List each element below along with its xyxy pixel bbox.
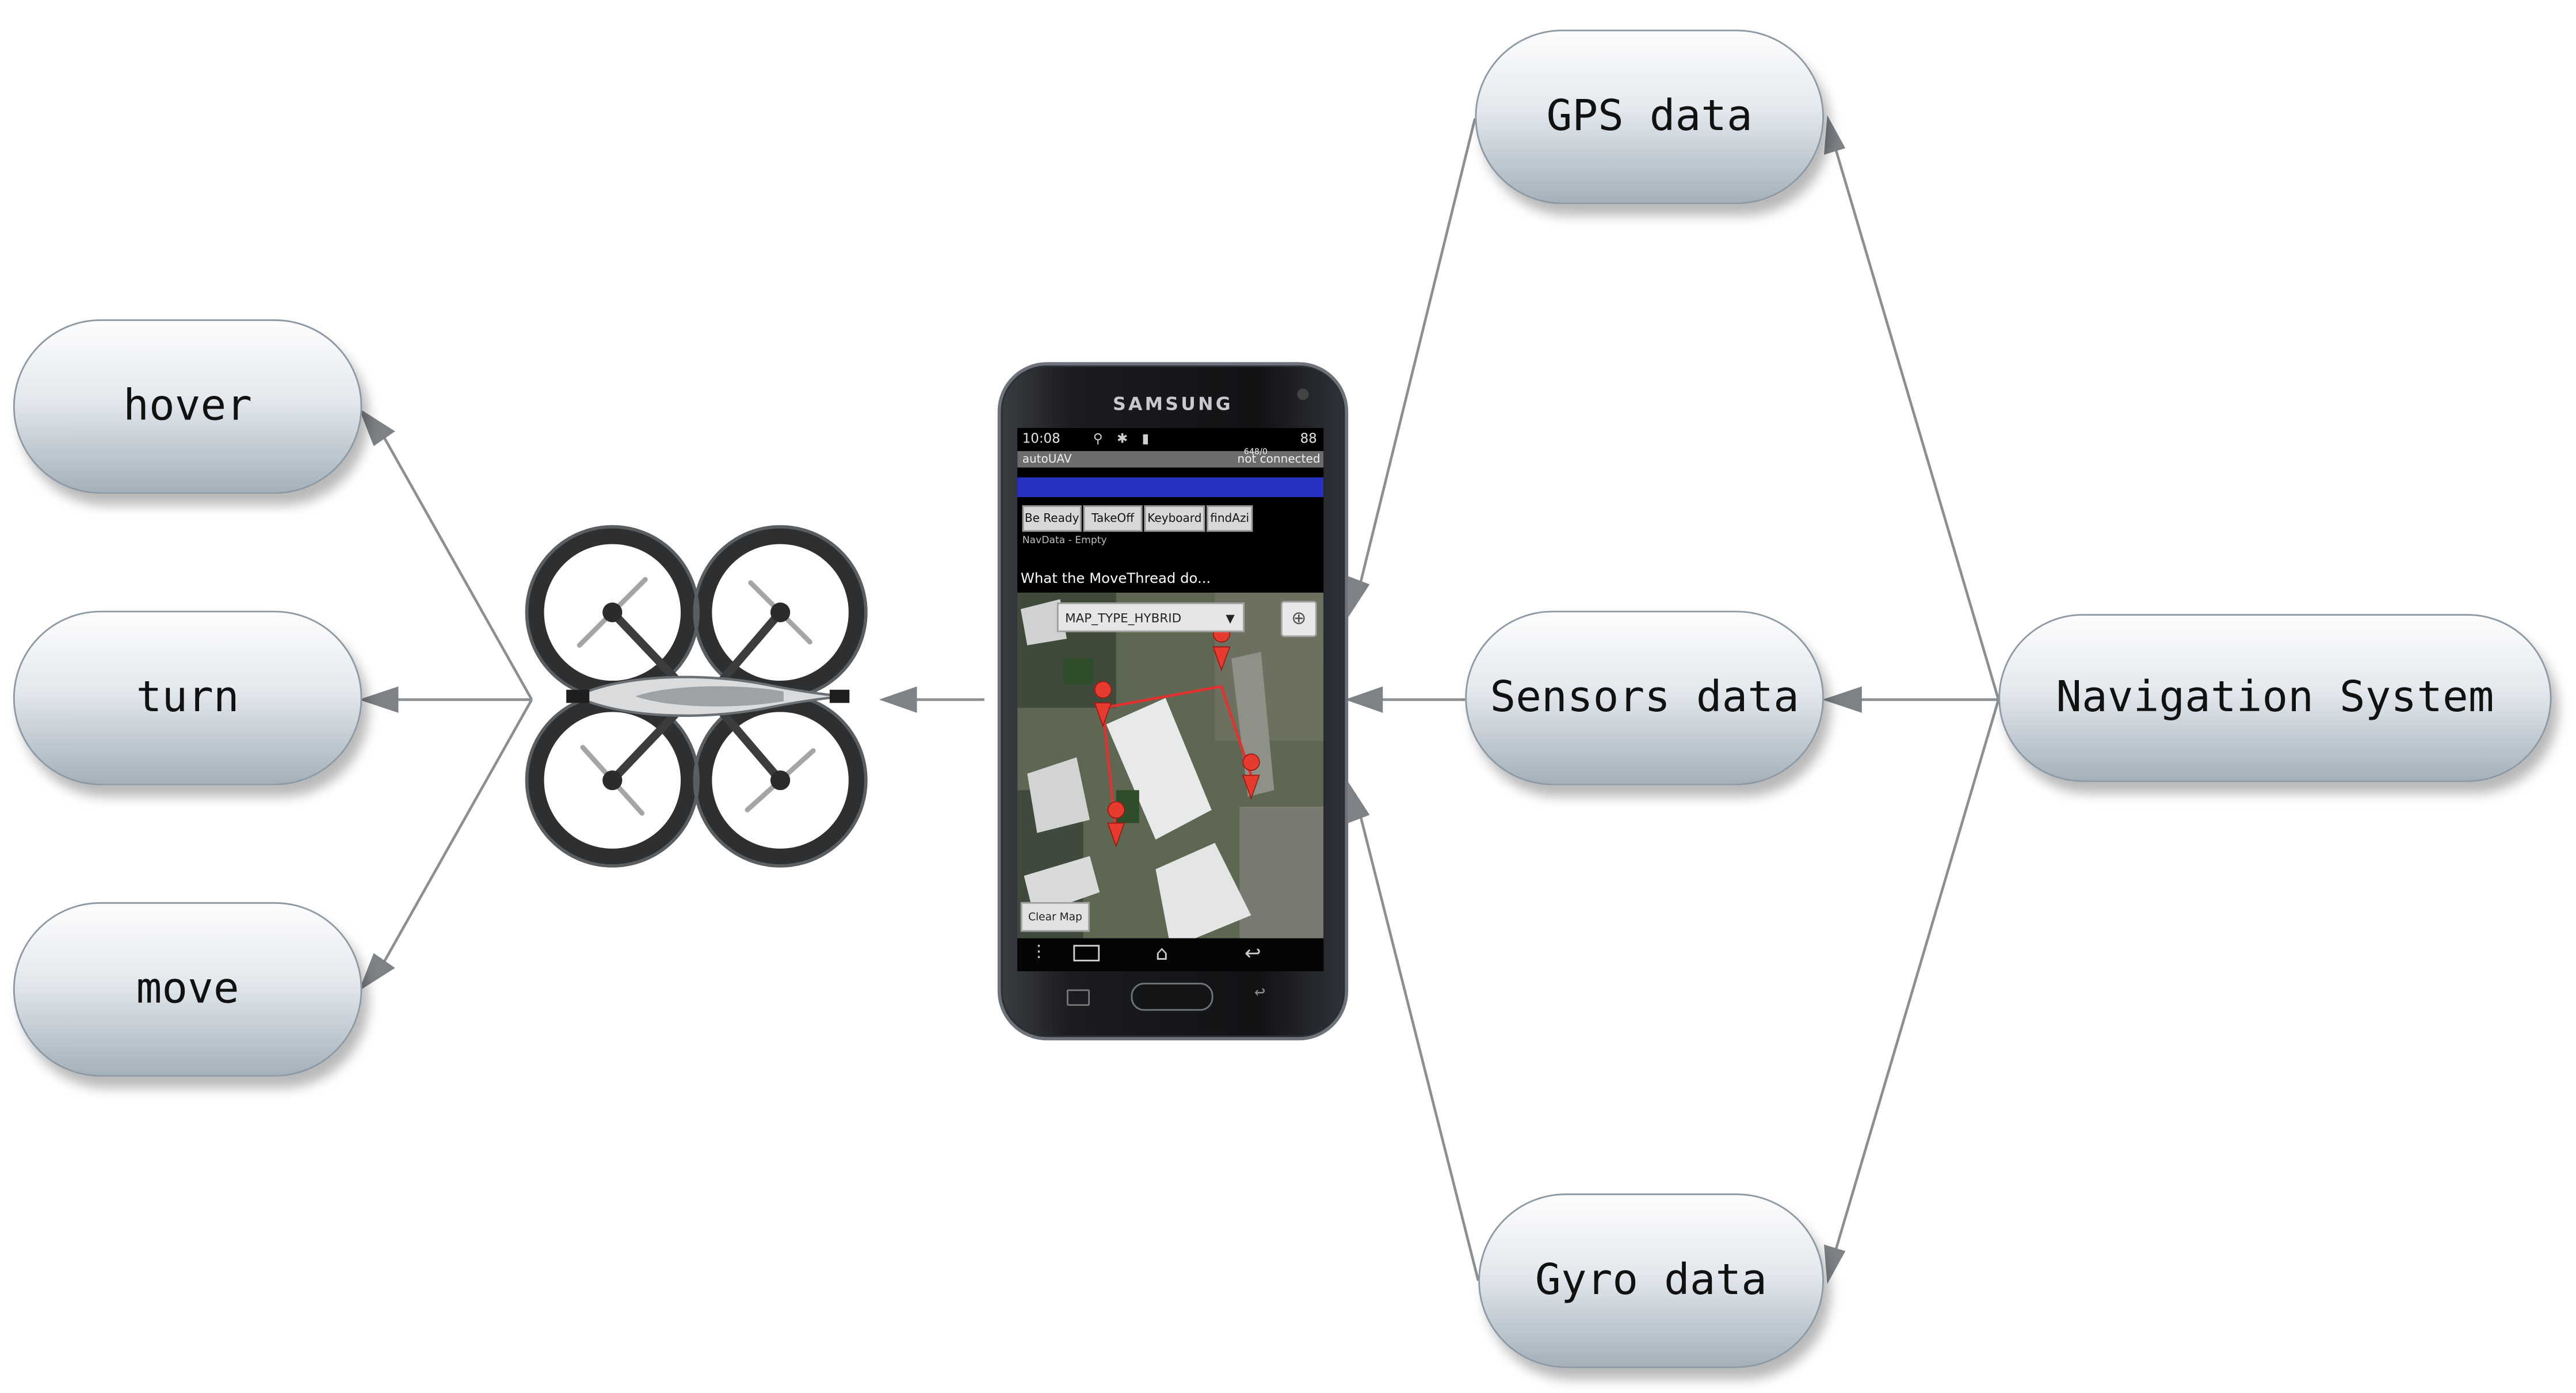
node-sensors-data: Sensors data bbox=[1465, 610, 1825, 785]
node-turn-label: turn bbox=[136, 673, 239, 723]
app-counter: 648/0 bbox=[1243, 448, 1268, 458]
arrowhead-phone-top bbox=[1348, 576, 1370, 617]
node-hover-label: hover bbox=[123, 381, 253, 432]
be-ready-button[interactable]: Be Ready bbox=[1022, 505, 1082, 532]
front-camera-icon bbox=[1297, 388, 1309, 400]
arrowhead-gps bbox=[1824, 115, 1846, 155]
node-gyro-data: Gyro data bbox=[1478, 1193, 1825, 1368]
move-thread-text: What the MoveThread do... bbox=[1020, 571, 1211, 588]
arrowhead-drone bbox=[879, 686, 917, 713]
arrowhead-hover bbox=[358, 408, 395, 446]
accent-bar bbox=[1017, 477, 1324, 498]
arrow-gyro-to-phone bbox=[1355, 799, 1480, 1281]
arrowhead-sensors bbox=[1822, 686, 1862, 713]
android-nav-bar: ⋮ ⌂ ↩ bbox=[1017, 938, 1324, 972]
clear-map-button[interactable]: Clear Map bbox=[1020, 902, 1090, 932]
node-navigation-system: Navigation System bbox=[1998, 614, 2552, 782]
node-hover: hover bbox=[13, 319, 362, 494]
status-bar: 10:08 ⚲ ✱ ▮ 88 bbox=[1017, 428, 1323, 451]
app-title-bar: autoUAV 648/0 not connected bbox=[1017, 448, 1324, 468]
status-icons: ⚲ ✱ ▮ bbox=[1093, 431, 1154, 446]
find-azi-button[interactable]: findAzi bbox=[1207, 505, 1253, 532]
node-navigation-system-label: Navigation System bbox=[2056, 673, 2494, 723]
connection-status: not connected bbox=[1237, 452, 1321, 466]
arrow-nav-to-gyro bbox=[1829, 699, 2000, 1268]
phone-screen: 10:08 ⚲ ✱ ▮ 88 autoUAV 648/0 not connect… bbox=[1017, 428, 1324, 972]
hw-recent-key-icon bbox=[1066, 989, 1090, 1006]
recent-apps-icon[interactable] bbox=[1073, 945, 1100, 961]
phone-brand-label: SAMSUNG bbox=[1113, 393, 1233, 415]
status-time: 10:08 bbox=[1022, 431, 1060, 446]
hw-back-key-icon: ↩ bbox=[1254, 981, 1266, 1003]
node-move: move bbox=[13, 902, 362, 1077]
takeoff-button[interactable]: TakeOff bbox=[1083, 505, 1143, 532]
keyboard-button[interactable]: Keyboard bbox=[1144, 505, 1205, 532]
chevron-down-icon: ▼ bbox=[1226, 612, 1235, 626]
node-move-label: move bbox=[136, 964, 239, 1014]
arrow-gps-to-phone bbox=[1355, 118, 1476, 600]
home-icon[interactable]: ⌂ bbox=[1155, 941, 1169, 965]
back-icon[interactable]: ↩ bbox=[1244, 941, 1261, 965]
node-turn: turn bbox=[13, 610, 362, 785]
arrowhead-phone-mid bbox=[1345, 686, 1383, 713]
arrowhead-move bbox=[358, 953, 395, 991]
app-title: autoUAV bbox=[1022, 452, 1072, 466]
smartphone: SAMSUNG 10:08 ⚲ ✱ ▮ 88 autoUAV 648/0 not… bbox=[997, 362, 1349, 1041]
node-gyro-data-label: Gyro data bbox=[1535, 1255, 1768, 1306]
satellite-map[interactable]: MAP_TYPE_HYBRID ▼ ⊕ Clear Map bbox=[1017, 592, 1324, 938]
status-battery: 88 bbox=[1300, 431, 1317, 446]
arrowhead-phone-bottom bbox=[1348, 781, 1370, 823]
arrow-drone-to-move bbox=[376, 699, 533, 975]
node-gps-data: GPS data bbox=[1475, 29, 1825, 204]
my-location-icon[interactable]: ⊕ bbox=[1280, 601, 1317, 638]
quadcopter-drone-image bbox=[525, 525, 868, 868]
node-gps-data-label: GPS data bbox=[1546, 92, 1753, 142]
node-sensors-data-label: Sensors data bbox=[1490, 673, 1799, 723]
arrow-drone-to-hover bbox=[376, 424, 533, 701]
navdata-text: NavData - Empty bbox=[1022, 535, 1107, 547]
home-button[interactable] bbox=[1131, 983, 1213, 1011]
map-type-dropdown[interactable]: MAP_TYPE_HYBRID ▼ bbox=[1056, 602, 1245, 632]
map-imagery bbox=[1017, 592, 1324, 938]
overflow-menu-icon[interactable]: ⋮ bbox=[1030, 943, 1047, 961]
arrow-nav-to-gps bbox=[1829, 131, 2000, 700]
arrowhead-turn bbox=[358, 686, 399, 713]
arrowhead-gyro bbox=[1824, 1244, 1846, 1284]
map-type-value: MAP_TYPE_HYBRID bbox=[1065, 610, 1182, 626]
